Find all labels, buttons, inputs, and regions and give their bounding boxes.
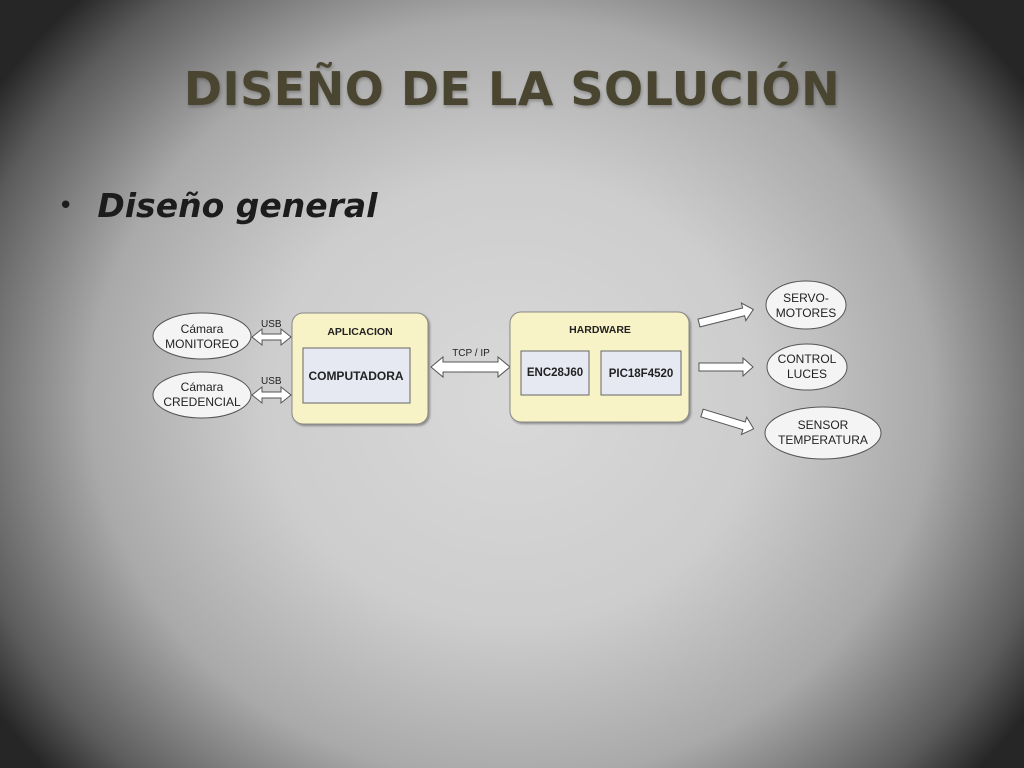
bullet-text: Diseño general bbox=[97, 186, 378, 225]
sensor-line2: TEMPERATURA bbox=[778, 433, 868, 447]
hardware-title: HARDWARE bbox=[569, 324, 631, 336]
luces-line1: CONTROL bbox=[778, 352, 837, 366]
hardware-block: HARDWARE ENC28J60 PIC18F4520 bbox=[509, 311, 690, 423]
computadora-box bbox=[302, 347, 411, 404]
output-arrow-luces bbox=[698, 356, 754, 378]
pic18f4520-label: PIC18F4520 bbox=[609, 368, 674, 380]
pic18f4520-box bbox=[600, 350, 682, 396]
usb-label-2: USB bbox=[261, 376, 282, 387]
camera-credencial-line2: CREDENCIAL bbox=[163, 395, 241, 409]
camera-monitoreo-line1: Cámara bbox=[181, 322, 224, 336]
usb-double-arrow-2 bbox=[251, 385, 292, 405]
tcp-ip-double-arrow bbox=[430, 355, 511, 379]
aplicacion-title: APLICACION bbox=[327, 326, 392, 338]
sensor-line1: SENSOR bbox=[798, 418, 849, 432]
camera-monitoreo-line2: MONITOREO bbox=[165, 337, 239, 351]
usb-label-1: USB bbox=[261, 319, 282, 330]
aplicacion-block: APLICACION COMPUTADORA bbox=[291, 312, 429, 425]
camera-credencial-node: Cámara CREDENCIAL bbox=[152, 371, 252, 419]
control-luces-node: CONTROL LUCES bbox=[766, 343, 848, 391]
output-arrow-servo bbox=[697, 302, 755, 328]
camera-monitoreo-node: Cámara MONITOREO bbox=[152, 312, 252, 360]
tcp-ip-label: TCP / IP bbox=[452, 348, 490, 359]
output-arrow-sensor bbox=[700, 408, 755, 436]
bullet-icon: • bbox=[58, 190, 74, 221]
computadora-label: COMPUTADORA bbox=[308, 369, 403, 383]
usb-double-arrow-1 bbox=[251, 327, 292, 347]
servo-line1: SERVO- bbox=[783, 291, 829, 305]
bullet-item: • Diseño general bbox=[58, 186, 377, 225]
servo-line2: MOTORES bbox=[776, 306, 836, 320]
slide-title: DISEÑO DE LA SOLUCIÓN bbox=[183, 62, 841, 116]
camera-credencial-line1: Cámara bbox=[181, 380, 224, 394]
enc28j60-box bbox=[520, 350, 590, 396]
servo-motores-node: SERVO- MOTORES bbox=[765, 280, 847, 330]
enc28j60-label: ENC28J60 bbox=[527, 367, 583, 379]
luces-line2: LUCES bbox=[787, 367, 827, 381]
sensor-temperatura-node: SENSOR TEMPERATURA bbox=[764, 406, 882, 460]
